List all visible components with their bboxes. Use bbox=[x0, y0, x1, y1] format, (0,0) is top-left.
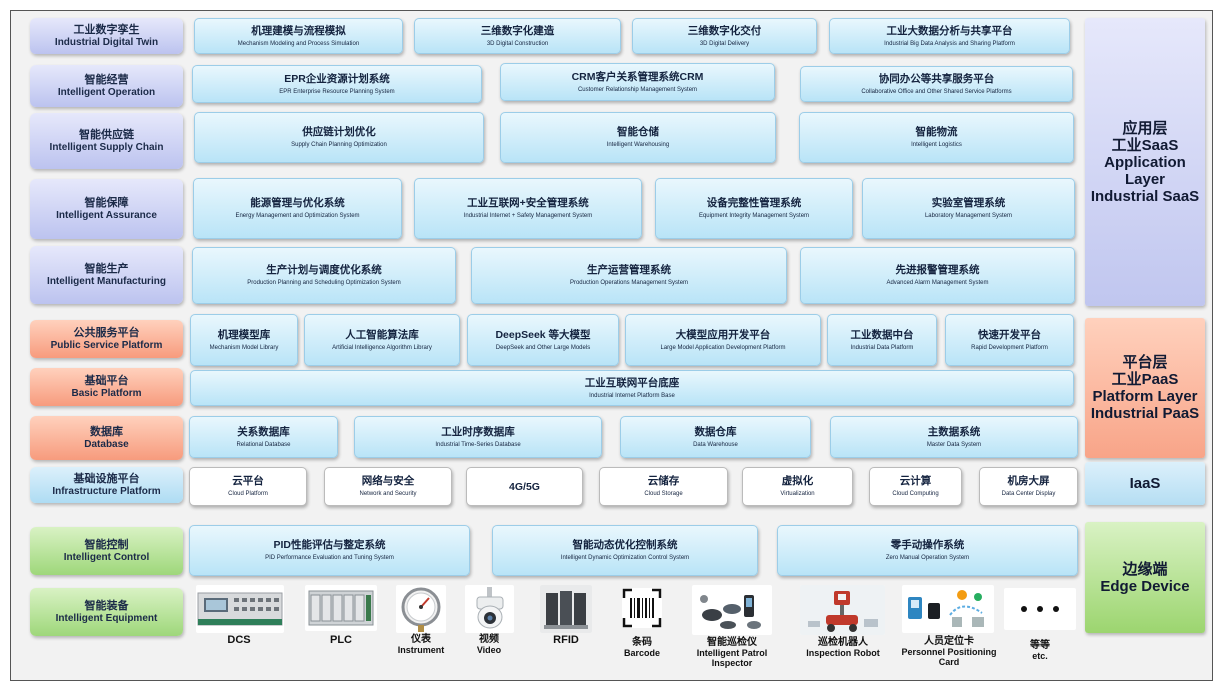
box-3d-delivery: 三维数字化交付 3D Digital Delivery bbox=[632, 18, 817, 54]
label-public-service-platform: 公共服务平台 Public Service Platform bbox=[30, 320, 183, 358]
box-large-model-dev-platform: 大模型应用开发平台 Large Model Application Develo… bbox=[625, 314, 821, 366]
label-supply-chain: 智能供应链 Intelligent Supply Chain bbox=[30, 113, 183, 169]
box-rapid-development-platform: 快速开发平台 Rapid Development Platform bbox=[945, 314, 1074, 366]
layer-edge-device: 边缘端 Edge Device bbox=[1085, 522, 1205, 633]
box-3d-construction: 三维数字化建造 3D Digital Construction bbox=[414, 18, 621, 54]
label-basic-platform: 基础平台 Basic Platform bbox=[30, 368, 183, 406]
box-cloud-platform: 云平台 Cloud Platform bbox=[189, 467, 307, 506]
box-laboratory-management: 实验室管理系统 Laboratory Management System bbox=[862, 178, 1075, 239]
rfid-reader-icon bbox=[540, 585, 592, 633]
box-collaborative-office: 协同办公等共享服务平台 Collaborative Office and Oth… bbox=[800, 66, 1073, 102]
box-virtualization: 虚拟化 Virtualization bbox=[742, 467, 853, 506]
ellipsis-icon bbox=[1004, 588, 1076, 630]
equipment-label-positioning-card: 人员定位卡 Personnel Positioning Card bbox=[901, 636, 997, 667]
equipment-label-instrument: 仪表 Instrument bbox=[397, 634, 445, 655]
box-industrial-data-platform: 工业数据中台 Industrial Data Platform bbox=[827, 314, 937, 366]
box-industrial-internet-safety: 工业互联网+安全管理系统 Industrial Internet + Safet… bbox=[414, 178, 642, 239]
box-dynamic-optimization-control: 智能动态优化控制系统 Intelligent Dynamic Optimizat… bbox=[492, 525, 758, 576]
box-supply-chain-planning: 供应链计划优化 Supply Chain Planning Optimizati… bbox=[194, 112, 484, 163]
plc-module-icon bbox=[305, 585, 377, 631]
box-zero-manual-operation: 零手动操作系统 Zero Manual Operation System bbox=[777, 525, 1078, 576]
label-intelligent-equipment: 智能装备 Intelligent Equipment bbox=[30, 588, 183, 636]
barcode-icon bbox=[622, 588, 662, 628]
box-master-data-system: 主数据系统 Master Data System bbox=[830, 416, 1078, 458]
box-intelligent-logistics: 智能物流 Intelligent Logistics bbox=[799, 112, 1074, 163]
box-network-security: 网络与安全 Network and Security bbox=[324, 467, 452, 506]
box-relational-database: 关系数据库 Relational Database bbox=[189, 416, 338, 458]
box-cloud-computing: 云计算 Cloud Computing bbox=[869, 467, 962, 506]
box-time-series-database: 工业时序数据库 Industrial Time-Series Database bbox=[354, 416, 602, 458]
pressure-gauge-icon bbox=[396, 585, 446, 633]
equipment-label-etc: 等等 etc. bbox=[1030, 640, 1050, 661]
camera-icon bbox=[465, 585, 514, 633]
equipment-label-rfid: RFID bbox=[553, 634, 579, 646]
label-intelligent-operation: 智能经营 Intelligent Operation bbox=[30, 65, 183, 107]
layer-application-saas: 应用层 工业SaaS Application Layer Industrial … bbox=[1085, 18, 1205, 306]
box-epr-system: EPR企业资源计划系统 EPR Enterprise Resource Plan… bbox=[192, 65, 482, 103]
dcs-controller-icon bbox=[196, 585, 284, 633]
layer-iaas: IaaS bbox=[1085, 462, 1205, 505]
box-industrial-internet-base: 工业互联网平台底座 Industrial Internet Platform B… bbox=[190, 370, 1074, 406]
box-data-center-display: 机房大屏 Data Center Display bbox=[979, 467, 1078, 506]
equipment-label-video: 视频 Video bbox=[476, 634, 502, 655]
box-production-operations: 生产运营管理系统 Production Operations Managemen… bbox=[471, 247, 787, 304]
label-intelligent-control: 智能控制 Intelligent Control bbox=[30, 527, 183, 575]
box-cloud-storage: 云储存 Cloud Storage bbox=[599, 467, 728, 506]
label-infrastructure-platform: 基础设施平台 Infrastructure Platform bbox=[30, 467, 183, 503]
layer-platform-paas: 平台层 工业PaaS Platform Layer Industrial Paa… bbox=[1085, 318, 1205, 458]
equipment-label-plc: PLC bbox=[330, 634, 352, 646]
label-digital-twin: 工业数字孪生 Industrial Digital Twin bbox=[30, 18, 183, 54]
patrol-inspector-icon bbox=[692, 585, 772, 635]
box-deepseek-models: DeepSeek 等大模型 DeepSeek and Other Large M… bbox=[467, 314, 619, 366]
equipment-label-dcs: DCS bbox=[227, 634, 251, 646]
equipment-label-inspection-robot: 巡检机器人 Inspection Robot bbox=[806, 637, 880, 658]
robot-icon bbox=[800, 585, 885, 635]
equipment-label-barcode: 条码 Barcode bbox=[623, 637, 660, 658]
label-intelligent-manufacturing: 智能生产 Intelligent Manufacturing bbox=[30, 246, 183, 304]
box-big-data-platform: 工业大数据分析与共享平台 Industrial Big Data Analysi… bbox=[829, 18, 1070, 54]
positioning-card-icon bbox=[902, 585, 994, 633]
box-4g-5g: 4G/5G bbox=[466, 467, 583, 506]
box-pid-evaluation: PID性能评估与整定系统 PID Performance Evaluation … bbox=[189, 525, 470, 576]
equipment-label-patrol-inspector: 智能巡检仪 Intelligent Patrol Inspector bbox=[696, 637, 768, 668]
box-crm-system: CRM客户关系管理系统CRM Customer Relationship Man… bbox=[500, 63, 775, 101]
label-database: 数据库 Database bbox=[30, 416, 183, 460]
box-mechanism-modeling: 机理建模与流程模拟 Mechanism Modeling and Process… bbox=[194, 18, 403, 54]
box-equipment-integrity: 设备完整性管理系统 Equipment Integrity Management… bbox=[655, 178, 853, 239]
box-energy-management: 能源管理与优化系统 Energy Management and Optimiza… bbox=[193, 178, 402, 239]
box-ai-algorithm-library: 人工智能算法库 Artificial Intelligence Algorith… bbox=[304, 314, 460, 366]
box-data-warehouse: 数据仓库 Data Warehouse bbox=[620, 416, 811, 458]
box-advanced-alarm: 先进报警管理系统 Advanced Alarm Management Syste… bbox=[800, 247, 1075, 304]
label-intelligent-assurance: 智能保障 Intelligent Assurance bbox=[30, 179, 183, 239]
box-intelligent-warehousing: 智能仓储 Intelligent Warehousing bbox=[500, 112, 776, 163]
box-production-planning: 生产计划与调度优化系统 Production Planning and Sche… bbox=[192, 247, 456, 304]
box-mechanism-model-library: 机理模型库 Mechanism Model Library bbox=[190, 314, 298, 366]
